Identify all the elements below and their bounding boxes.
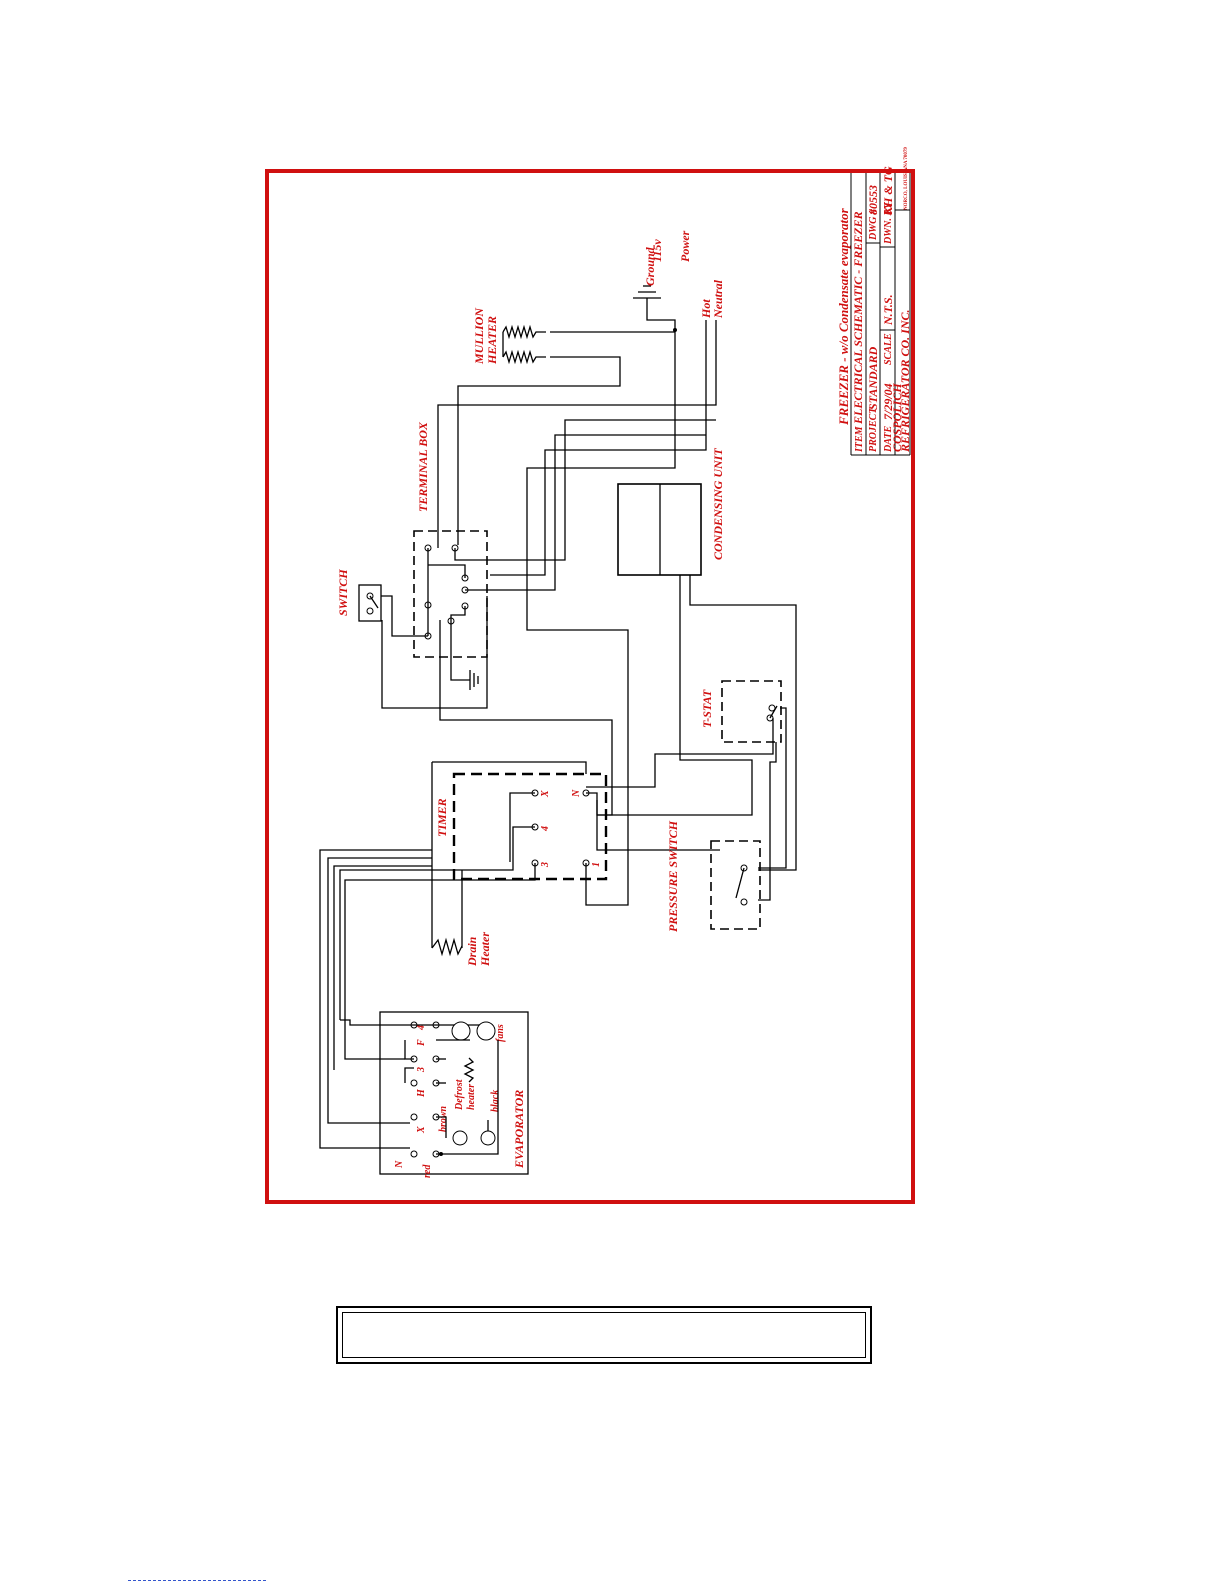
power-label: 115v [650, 239, 664, 262]
ground-label: Ground [643, 246, 657, 286]
defrost-heater-label-line2: heater [466, 1084, 477, 1110]
fan-motor-2 [476, 1021, 496, 1041]
date-value: 7/29/04 [881, 383, 895, 420]
brown-wire-label: brown [438, 1105, 449, 1132]
notice-box-inner [342, 1312, 866, 1358]
mullion-heater-label-line2: HEATER [485, 316, 499, 365]
company-name: COSPOLICH [890, 383, 904, 452]
condensing-unit-label: CONDENSING UNIT [711, 448, 725, 560]
evap-terminal-4: 4 [416, 1025, 427, 1031]
power-label-line2: Power [678, 230, 692, 262]
timer-label: TIMER [435, 798, 449, 837]
timer-terminal-n: N [571, 789, 582, 798]
ground-symbol [633, 285, 661, 312]
mullion-heater [457, 324, 675, 545]
drawn-value: KH & TG [881, 166, 895, 216]
black-wire-label: black [490, 1090, 501, 1112]
item-value: ELECTRICAL SCHEMATIC - FREEZER [851, 211, 865, 425]
footer-link-rule[interactable] [128, 1580, 266, 1581]
title-block-title: FREEZER - w/o Condensate evaporator [836, 207, 851, 426]
terminal-box [413, 530, 488, 658]
switch-label: SWITCH [336, 569, 350, 616]
tstat [721, 680, 782, 743]
drain-heater-label-line2: Heater [478, 932, 492, 967]
title-block [850, 173, 911, 456]
mullion-heater-label: MULLION [472, 307, 486, 365]
pressure-switch [710, 840, 761, 930]
fans-label: fans [495, 1024, 506, 1042]
pressure-switch-label: PRESSURE SWITCH [666, 820, 680, 932]
switch [358, 584, 382, 622]
drawn-label: DWN. BY [883, 202, 894, 245]
terminal-box-label: TERMINAL BOX [416, 421, 430, 512]
item-label: ITEM [854, 425, 865, 453]
evap-terminal-n: N [394, 1160, 405, 1169]
dwg-label: DWG # [868, 208, 879, 241]
timer-terminal-3: 3 [540, 862, 551, 868]
evap-terminal-x: X [416, 1126, 427, 1134]
drain-heater-label: Drain [465, 936, 479, 967]
scale-label: SCALE [883, 333, 894, 365]
defrost-heater-label: Defrost [454, 1078, 465, 1111]
scale-value: N.T.S. [881, 294, 895, 326]
project-value: STANDARD [866, 346, 880, 410]
evaporator-label: EVAPORATOR [512, 1090, 526, 1169]
tstat-label: T-STAT [700, 689, 714, 728]
project-label: PROJECT [868, 407, 879, 452]
drain-heater [431, 762, 463, 957]
timer-terminal-4: 4 [540, 826, 551, 832]
notice-box [336, 1306, 872, 1364]
chassis-ground [469, 670, 479, 690]
drain-motor [452, 1130, 468, 1146]
red-wire-label: red [422, 1164, 433, 1178]
fan-motor [451, 1021, 471, 1041]
neutral-label: Neutral [711, 279, 725, 319]
dwg-value: 80553 [866, 185, 880, 215]
date-label: DATE [883, 426, 894, 453]
company-name-line2: REFRIGERATOR CO. INC. [898, 310, 912, 454]
timer-terminal-x: X [540, 790, 551, 798]
timer-terminal-1: 1 [591, 862, 602, 867]
hot-label: Hot [699, 299, 713, 319]
company-address: NORCO, LOUISIANA 70079 [904, 147, 909, 210]
evap-fan-motor [480, 1130, 496, 1146]
drawing-frame [265, 169, 915, 1204]
terminal-box-terminals [424, 544, 469, 640]
evap-terminal-h: H [416, 1088, 427, 1098]
evap-terminal-f: F [416, 1039, 427, 1047]
timer [452, 772, 608, 881]
evaporator [379, 1011, 529, 1175]
evap-terminal-3: 3 [416, 1067, 427, 1073]
